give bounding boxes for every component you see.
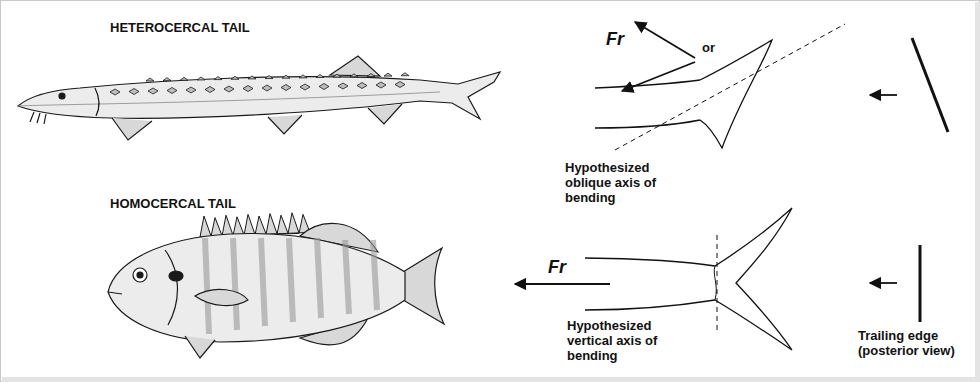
force-arrow bbox=[622, 62, 695, 91]
scute bbox=[281, 85, 291, 91]
scute bbox=[167, 88, 177, 94]
body-bar bbox=[317, 238, 321, 318]
scute bbox=[333, 74, 341, 77]
body-shading bbox=[18, 92, 440, 106]
heading: HETEROCERCAL TAIL bbox=[110, 20, 310, 35]
view-arrow bbox=[870, 282, 897, 284]
body-outline bbox=[585, 300, 715, 310]
scute bbox=[186, 87, 196, 93]
body-bars bbox=[205, 238, 377, 334]
scute bbox=[180, 77, 188, 80]
axis-caption: Hypothesized oblique axis of bending bbox=[565, 160, 667, 205]
heterocercal-tail-diagram bbox=[595, 22, 948, 150]
scute bbox=[319, 84, 329, 90]
sunfish-body bbox=[108, 233, 405, 342]
scute bbox=[224, 86, 234, 92]
scute bbox=[265, 76, 273, 79]
body-bar bbox=[345, 240, 349, 314]
pelvic-fin bbox=[185, 336, 215, 358]
sunfish-illustration bbox=[108, 213, 444, 358]
scute bbox=[367, 73, 375, 76]
body-bar bbox=[233, 238, 237, 330]
scute bbox=[129, 89, 139, 95]
axis-caption: Hypothesized vertical axis of bending bbox=[567, 318, 669, 363]
dorsal-fin bbox=[330, 56, 380, 76]
pectoral-fin bbox=[112, 118, 152, 140]
force-label: Fr bbox=[606, 29, 646, 50]
scute bbox=[231, 76, 239, 79]
eye bbox=[59, 93, 65, 99]
scute-row bbox=[110, 73, 409, 95]
ear-spot bbox=[169, 271, 183, 281]
mouth bbox=[108, 292, 122, 294]
force-label: Fr bbox=[548, 257, 588, 278]
scute bbox=[300, 84, 310, 90]
pelvic-fin bbox=[268, 115, 302, 134]
scute bbox=[338, 83, 348, 89]
vertical-bending-axis bbox=[717, 235, 718, 332]
scute bbox=[214, 77, 222, 80]
trailing-edge-caption: Trailing edge (posterior view) bbox=[858, 328, 972, 358]
tail-outline bbox=[715, 208, 792, 350]
body-bar bbox=[261, 238, 265, 326]
scute bbox=[350, 74, 358, 77]
anal-fin bbox=[368, 104, 402, 124]
scute bbox=[148, 88, 158, 94]
frame-shadow bbox=[975, 2, 980, 382]
scute bbox=[262, 85, 272, 91]
frame-shadow bbox=[2, 377, 980, 382]
scute bbox=[248, 76, 256, 79]
scute bbox=[401, 73, 409, 76]
gill-cover bbox=[165, 250, 177, 325]
tail-joint bbox=[714, 266, 716, 300]
scute bbox=[146, 78, 154, 81]
force-arrow bbox=[635, 22, 695, 58]
eye bbox=[133, 268, 147, 282]
trailing-edge bbox=[919, 245, 922, 322]
pectoral-fin bbox=[195, 289, 248, 305]
scute bbox=[282, 75, 290, 78]
scute bbox=[299, 75, 307, 78]
body-outline bbox=[585, 258, 715, 266]
scute bbox=[243, 86, 253, 92]
oblique-bending-axis bbox=[615, 24, 845, 150]
scute bbox=[395, 82, 405, 88]
body-bar bbox=[289, 238, 293, 322]
tail-outline bbox=[700, 40, 772, 148]
scute bbox=[205, 87, 215, 93]
trailing-edge bbox=[912, 38, 948, 132]
view-arrow bbox=[870, 94, 897, 96]
gill-line bbox=[95, 88, 99, 116]
pupil bbox=[137, 272, 143, 278]
scute bbox=[110, 89, 120, 95]
body-bar bbox=[373, 240, 377, 310]
scute bbox=[376, 82, 386, 88]
scute bbox=[357, 83, 367, 89]
sturgeon-illustration bbox=[18, 56, 500, 140]
body-bar bbox=[205, 238, 209, 334]
scute bbox=[384, 73, 392, 76]
barbels bbox=[30, 112, 46, 124]
or-label: or bbox=[702, 40, 732, 55]
heading: HOMOCERCAL TAIL bbox=[110, 196, 310, 211]
scute bbox=[197, 77, 205, 80]
force-arrow bbox=[515, 283, 610, 285]
caudal-fin bbox=[403, 248, 444, 324]
scute bbox=[316, 75, 324, 78]
body-outline bbox=[595, 120, 700, 128]
sturgeon-body bbox=[18, 72, 500, 119]
scute bbox=[163, 78, 171, 81]
